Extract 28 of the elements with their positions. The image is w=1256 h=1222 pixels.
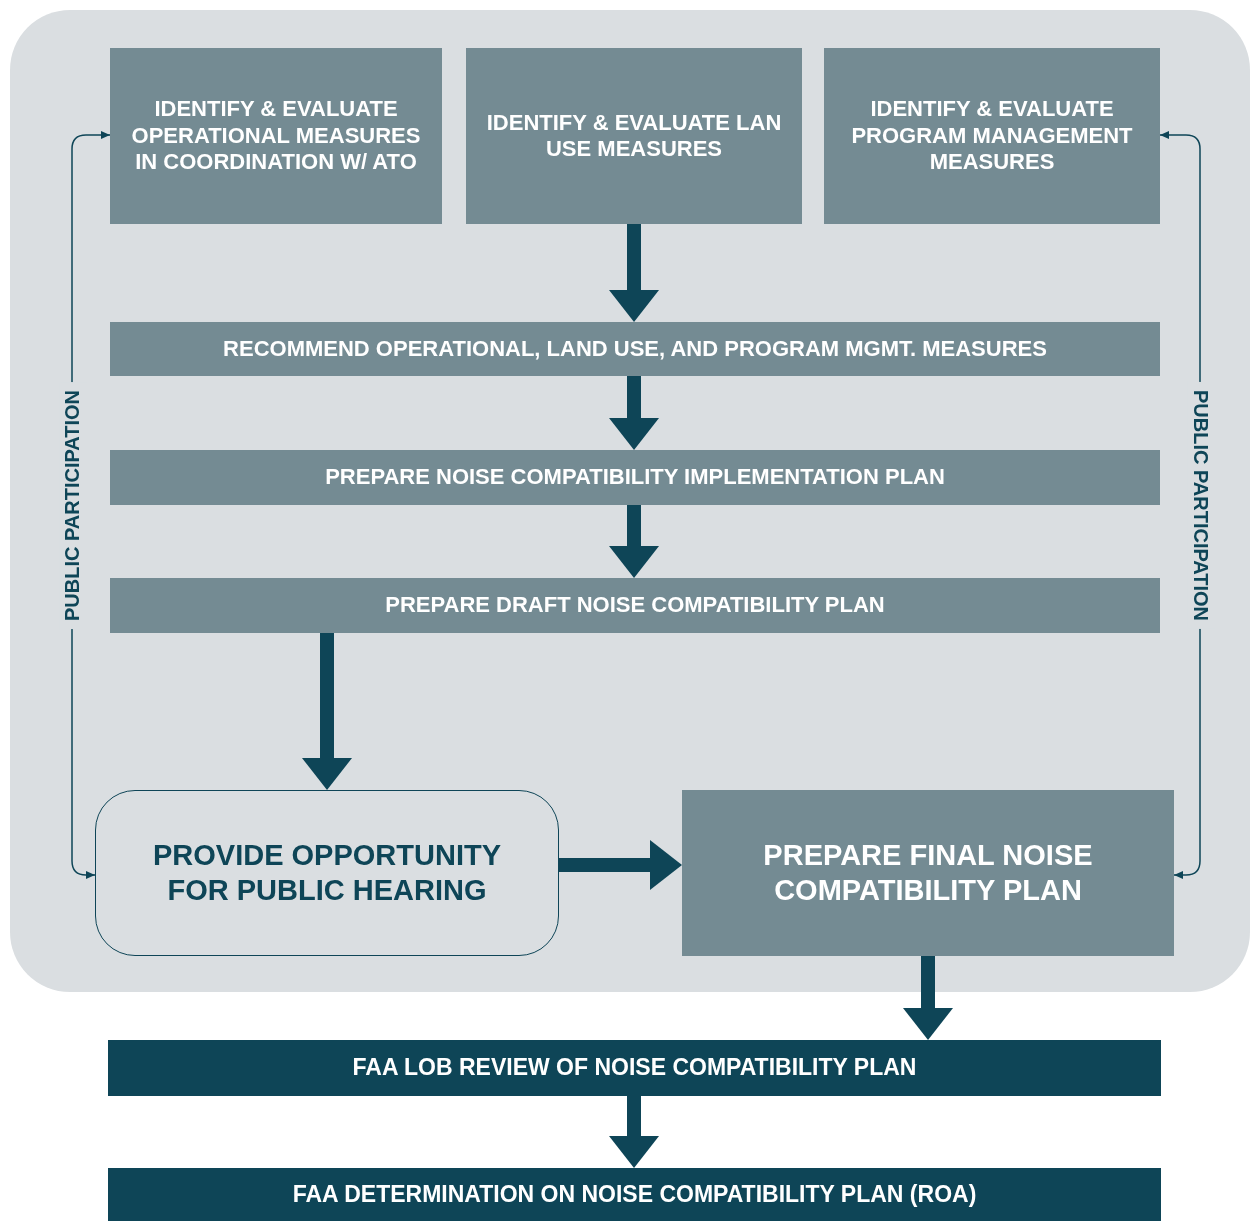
process-box [824,48,1160,224]
box-label: PREPARE FINAL NOISE COMPATIBILITY PLAN [762,838,1094,908]
process-box [110,578,1160,633]
block-arrow [559,840,682,890]
block-arrow [903,956,953,1040]
box-label: PREPARE NOISE COMPATIBILITY IMPLEMENTATION PLAN [325,464,945,491]
process-box [110,48,442,224]
block-arrow [609,224,659,322]
block-arrow [609,1096,659,1168]
process-box [466,48,802,224]
process-box [108,1040,1161,1096]
box-label: IDENTIFY & EVALUATE OPERATIONAL MEASURES IN COORDINATION W/ ATO [130,96,422,176]
box-label: FAA DETERMINATION ON NOISE COMPATIBILITY PLAN (ROA) [292,1180,977,1209]
block-arrow [609,505,659,578]
box-label: FAA LOB REVIEW OF NOISE COMPATIBILITY PLAN [352,1054,917,1082]
process-box [110,322,1160,376]
process-box [682,790,1174,956]
block-arrow [302,633,352,790]
box-label: IDENTIFY & EVALUATE PROGRAM MANAGEMENT MEASURES [850,96,1134,176]
process-box [110,450,1160,505]
box-label: IDENTIFY & EVALUATE LAN USE MEASURES [485,109,783,163]
rounded-process-box [95,790,559,956]
process-box [108,1168,1161,1221]
block-arrow [609,376,659,450]
box-label: RECOMMEND OPERATIONAL, LAND USE, AND PROGRAM MGMT. MEASURES [223,335,1047,363]
box-label: PREPARE DRAFT NOISE COMPATIBILITY PLAN [385,592,885,619]
panel-background [10,10,1250,992]
box-label: PROVIDE OPPORTUNITY FOR PUBLIC HEARING [151,838,502,908]
